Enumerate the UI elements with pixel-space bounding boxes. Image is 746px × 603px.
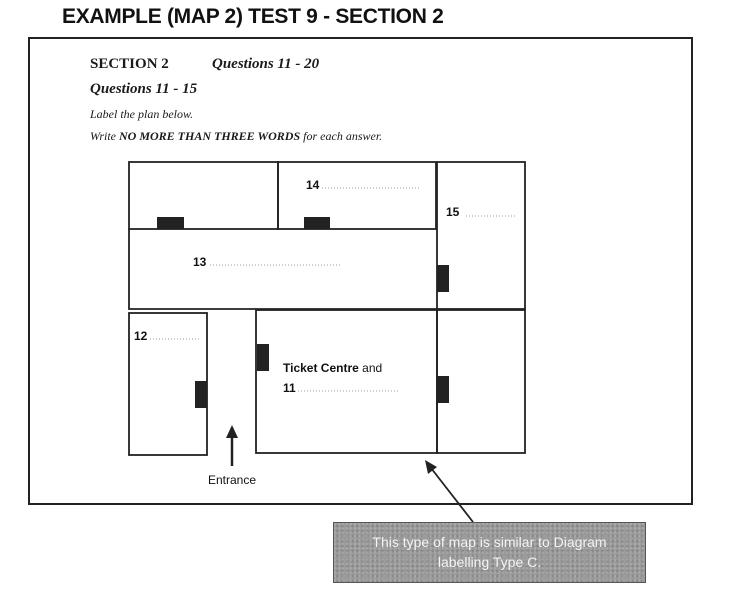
page-title: EXAMPLE (MAP 2) TEST 9 - SECTION 2 bbox=[62, 5, 444, 28]
room-14 bbox=[277, 161, 437, 230]
entrance-arrow-icon bbox=[226, 425, 238, 466]
label-12: 12 bbox=[134, 329, 148, 343]
label-ticket-centre-and: and bbox=[359, 361, 382, 375]
question-frame bbox=[28, 37, 693, 505]
instruction-prefix: Write bbox=[90, 129, 116, 143]
door-12 bbox=[195, 381, 207, 408]
instruction-bold: NO MORE THAN THREE WORDS bbox=[119, 129, 301, 143]
callout-pointer-icon bbox=[425, 460, 474, 523]
room-15 bbox=[436, 161, 526, 310]
section-heading: SECTION 2 bbox=[90, 56, 169, 72]
room-bottom-right bbox=[436, 309, 526, 454]
label-ticket-centre-bold: Ticket Centre bbox=[283, 361, 359, 375]
instruction-label-plan: Label the plan below. bbox=[90, 107, 194, 121]
callout-line-2: labelling Type C. bbox=[437, 554, 542, 570]
instruction-suffix: for each answer. bbox=[303, 129, 383, 143]
door-bottom-right bbox=[437, 376, 449, 403]
question-range: Questions 11 - 15 bbox=[90, 81, 198, 97]
label-15: 15 bbox=[446, 205, 460, 219]
callout-note: This type of map is similar to Diagram l… bbox=[333, 522, 646, 583]
door-14 bbox=[304, 217, 330, 229]
door-ticket-centre bbox=[257, 344, 269, 371]
label-11: 11 bbox=[283, 381, 296, 395]
corridor-13-wall bbox=[128, 229, 256, 310]
label-13: 13 bbox=[193, 255, 207, 269]
label-14: 14 bbox=[306, 178, 320, 192]
label-ticket-centre: Ticket Centre and bbox=[283, 361, 382, 375]
section-questions: Questions 11 - 20 bbox=[212, 56, 320, 72]
label-entrance: Entrance bbox=[208, 473, 256, 487]
room-top-left bbox=[128, 161, 279, 230]
door-top-left bbox=[157, 217, 184, 229]
instruction-word-limit: Write NO MORE THAN THREE WORDS for each … bbox=[90, 129, 382, 144]
door-15 bbox=[437, 265, 449, 292]
callout-line-1: This type of map is similar to Diagram bbox=[372, 534, 607, 550]
